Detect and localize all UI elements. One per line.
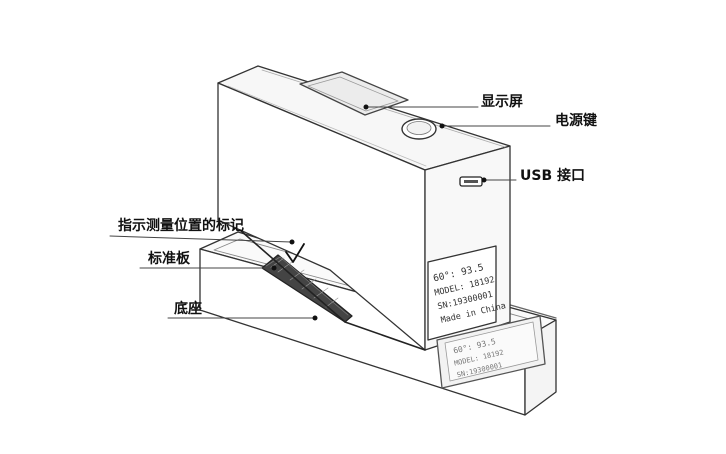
leader-lines: [109, 106, 551, 319]
device-label-main: [427, 245, 497, 341]
callout-measure-mark: 指示测量位置的标记: [118, 218, 244, 234]
display-screen: [299, 71, 409, 116]
callout-usb-port: USB 接口: [520, 168, 585, 184]
device-label-base: [436, 315, 546, 389]
callout-power-button: 电源键: [555, 113, 597, 129]
callout-standard-plate: 标准板: [148, 251, 190, 267]
callout-display: 显示屏: [481, 94, 523, 110]
power-button[interactable]: [401, 118, 437, 140]
leader-dots: [271, 104, 487, 321]
callout-base: 底座: [174, 301, 202, 317]
usb-port[interactable]: [459, 176, 483, 187]
device-body: [217, 65, 511, 351]
measure-mark-icon: [285, 243, 305, 263]
